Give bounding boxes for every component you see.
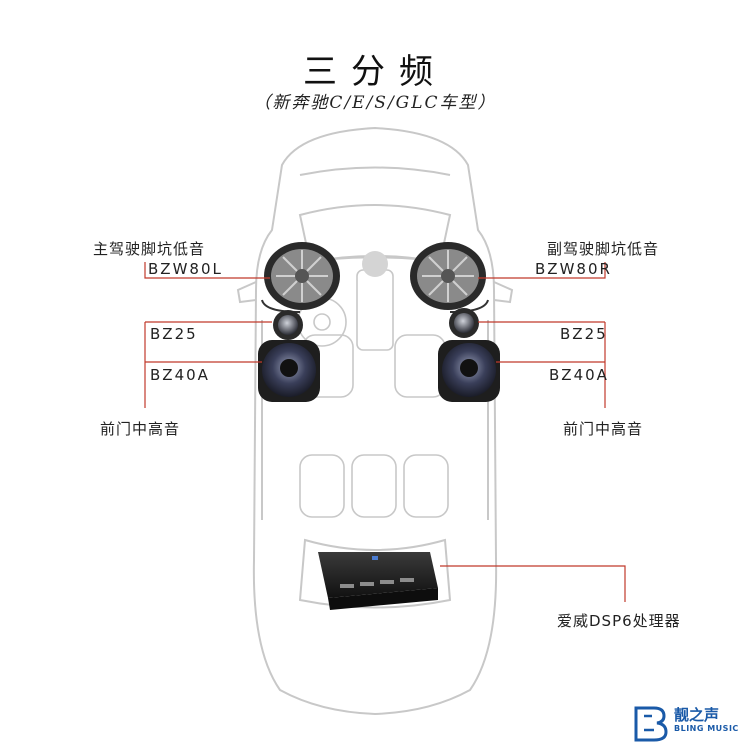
rear-seats xyxy=(299,454,449,518)
brand-logo: 靓之声 BLING MUSIC xyxy=(630,702,742,742)
left-mid-model: BZ40A xyxy=(150,366,210,384)
right-door-label: 前门中高音 xyxy=(563,420,644,438)
brand-sub: BLING MUSIC xyxy=(674,724,739,733)
right-tweeter-speaker xyxy=(449,308,479,338)
right-mid-model: BZ40A xyxy=(549,366,609,384)
right-woofer-name: 副驾驶脚坑低音 xyxy=(547,240,660,258)
right-tweeter-model: BZ25 xyxy=(560,325,608,343)
left-woofer-speaker xyxy=(261,242,340,313)
page-title: 三分频 xyxy=(303,52,447,92)
brand-name: 靓之声 xyxy=(674,706,720,724)
right-midrange-speaker xyxy=(438,340,500,402)
right-woofer-model: BZW80R xyxy=(535,260,612,278)
left-midrange-speaker xyxy=(258,340,320,402)
brand-mark-icon xyxy=(634,706,668,742)
page-subtitle: （新奔驰C/E/S/GLC车型） xyxy=(253,93,497,113)
front-seats xyxy=(302,334,446,398)
left-woofer-model: BZW80L xyxy=(148,260,223,278)
dash-center-dome xyxy=(362,251,388,277)
right-woofer-speaker xyxy=(410,242,489,313)
left-door-label: 前门中高音 xyxy=(100,420,181,438)
dsp-amplifier xyxy=(318,552,438,610)
left-tweeter-model: BZ25 xyxy=(150,325,198,343)
leader-lines xyxy=(144,262,626,602)
dsp-label: 爱威DSP6处理器 xyxy=(557,612,681,630)
car-outline xyxy=(236,126,514,716)
left-tweeter-speaker xyxy=(273,310,303,340)
left-woofer-name: 主驾驶脚坑低音 xyxy=(93,240,206,258)
